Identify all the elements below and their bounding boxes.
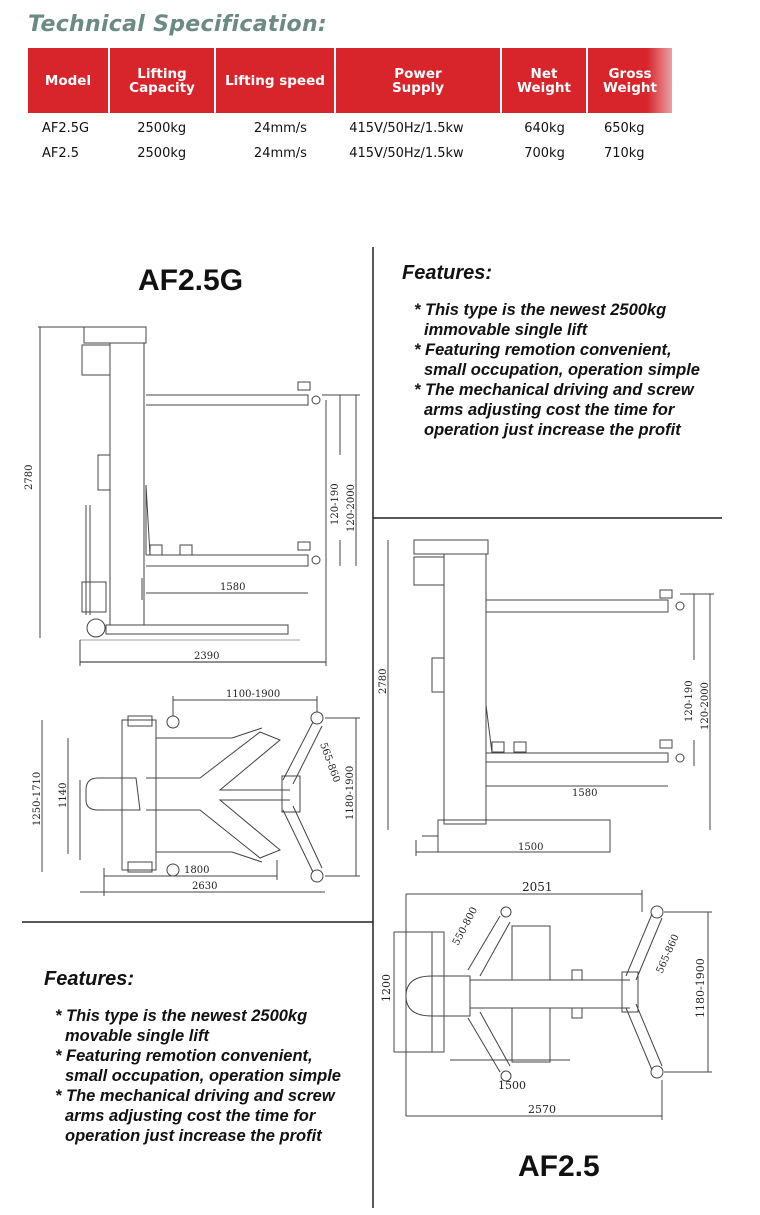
cell-gross-weight: 710kg [603, 146, 645, 161]
features-title: Features: [44, 968, 135, 990]
table-row: AF2.5G 2500kg 24mm/s 415V/50Hz/1.5kw 640… [28, 121, 672, 143]
cell-capacity: 2500kg [137, 146, 187, 161]
dim-lift-range: 120-2000 [700, 682, 711, 730]
dim-pad-range: 120-190 [684, 680, 695, 722]
cell-power: 415V/50Hz/1.5kw [349, 146, 464, 161]
feature-item: * Featuring remotion convenient, small o… [55, 1047, 341, 1085]
dim-base-length: 2390 [194, 651, 219, 662]
cell-model: AF2.5G [42, 121, 90, 136]
dim-lift-range: 120-2000 [346, 484, 357, 532]
dim-width-inner: 1140 [58, 783, 69, 808]
cell-capacity: 2500kg [137, 121, 187, 136]
header-net-weight: Net Weight [502, 48, 588, 113]
cell-model: AF2.5 [42, 146, 80, 161]
cell-net-weight: 640kg [524, 121, 565, 136]
cell-speed: 24mm/s [253, 121, 307, 136]
af25g-side-view [38, 326, 360, 666]
feature-item: * This type is the newest 2500kg movable… [55, 1007, 308, 1045]
cell-gross-weight: 650kg [603, 121, 645, 136]
dim-overall: 2570 [528, 1103, 556, 1116]
cell-speed: 24mm/s [253, 146, 307, 161]
af25g-top-view [41, 696, 360, 896]
features-list: * This type is the newest 2500kg movable… [55, 1006, 355, 1146]
header-lifting-speed: Lifting speed [216, 48, 336, 113]
dim-spread: 1180-1900 [694, 958, 707, 1018]
dim-arm-span: 1100-1900 [226, 689, 280, 700]
dim-base-length: 1500 [518, 842, 543, 853]
dim-height: 2780 [378, 669, 389, 694]
dim-arm-reach: 1580 [220, 582, 245, 593]
feature-item: * The mechanical driving and screw arms … [414, 381, 694, 439]
dim-pad-range: 120-190 [330, 483, 341, 525]
header-gross-weight: Gross Weight [588, 48, 672, 113]
dim-front-arm: 550-800 [451, 906, 480, 948]
feature-item: * This type is the newest 2500kg immovab… [414, 301, 667, 339]
cell-power: 415V/50Hz/1.5kw [349, 121, 464, 136]
dim-width: 1200 [380, 974, 393, 1002]
dim-rear-arm: 565-860 [655, 933, 682, 975]
features-list: * This type is the newest 2500kg immovab… [414, 300, 714, 440]
cell-net-weight: 700kg [524, 146, 565, 161]
feature-item: * Featuring remotion convenient, small o… [414, 341, 700, 379]
dim-overall-width: 2051 [522, 880, 553, 894]
dim-base: 1500 [498, 1079, 526, 1092]
header-model: Model [28, 48, 110, 113]
dim-arm-len: 565-860 [317, 741, 342, 784]
features-title: Features: [402, 262, 493, 284]
spec-table-header: Model Lifting Capacity Lifting speed Pow… [28, 48, 672, 113]
header-lifting-capacity: Lifting Capacity [110, 48, 216, 113]
model-label-af25g: AF2.5G [138, 264, 244, 297]
dim-width-outer: 1250-1710 [32, 772, 43, 826]
dim-arm-reach: 1580 [572, 788, 597, 799]
dim-base: 1800 [184, 865, 209, 876]
dim-arm-spread: 1180-1900 [345, 766, 356, 820]
header-power-supply: Power Supply [336, 48, 502, 113]
af25-top-view [393, 890, 712, 1120]
feature-item: * The mechanical driving and screw arms … [55, 1087, 335, 1145]
dim-overall: 2630 [192, 881, 217, 892]
dim-height: 2780 [24, 465, 35, 490]
page-title: Technical Specification: [28, 12, 328, 37]
af25-side-view [387, 539, 714, 856]
table-row: AF2.5 2500kg 24mm/s 415V/50Hz/1.5kw 700k… [28, 146, 672, 168]
model-label-af25: AF2.5 [518, 1150, 600, 1183]
